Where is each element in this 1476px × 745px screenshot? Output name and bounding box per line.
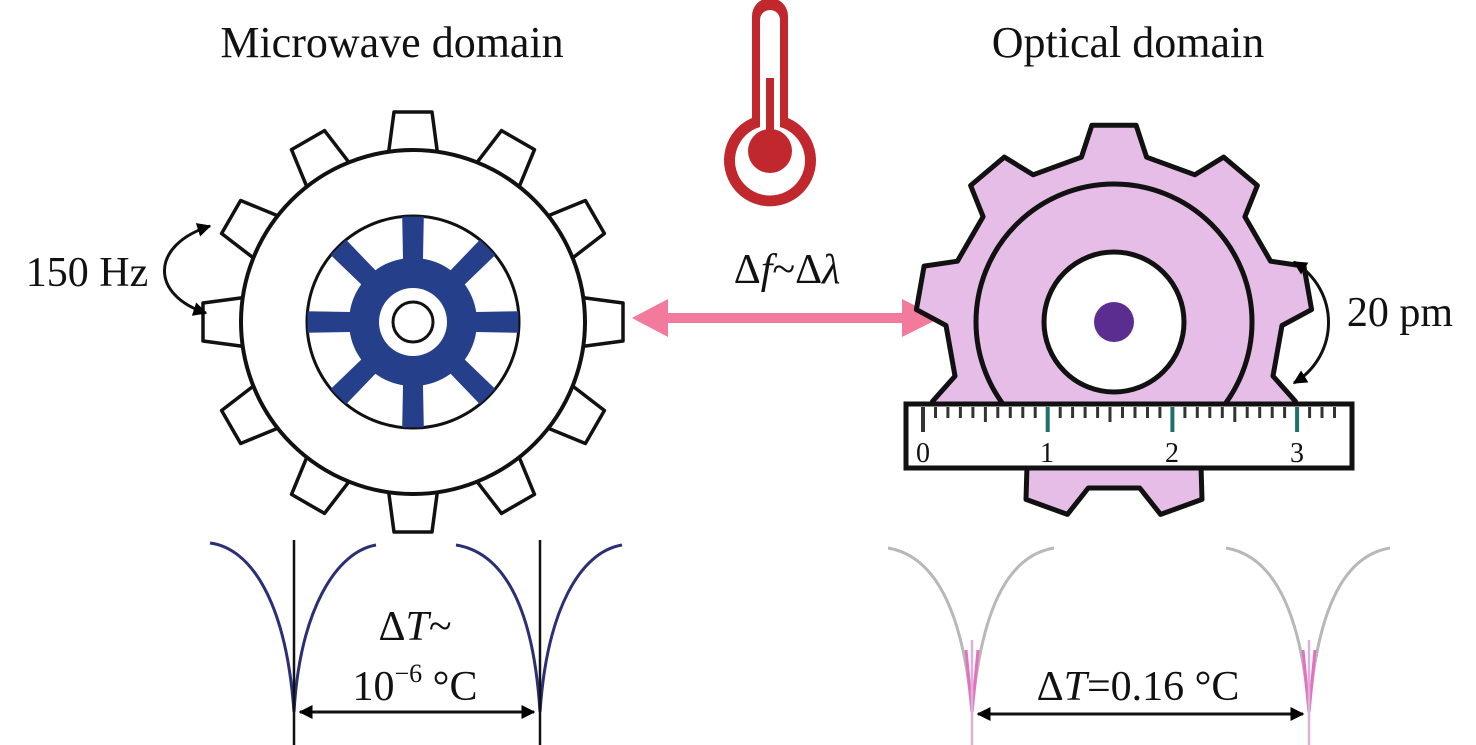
coupling-label: Δf~Δλ bbox=[734, 247, 841, 293]
optical-wavelength-arrow bbox=[1292, 260, 1330, 385]
microwave-dt-label: ΔT~ bbox=[378, 604, 451, 650]
microwave-resonance-curves bbox=[209, 541, 623, 713]
microwave-domain-title: Microwave domain bbox=[220, 18, 563, 67]
optical-dt-label: ΔT=0.16 °C bbox=[1037, 664, 1240, 710]
ruler-tick-label-2: 2 bbox=[1165, 438, 1179, 469]
microwave-frequency-arrow bbox=[163, 223, 212, 316]
thermometer-icon bbox=[724, 0, 816, 207]
ruler-tick-label-0: 0 bbox=[916, 438, 930, 469]
microwave-gear-icon bbox=[201, 110, 625, 534]
microwave-frequency-label: 150 Hz bbox=[26, 250, 148, 296]
ruler-icon: 0 1 2 3 bbox=[903, 401, 1355, 471]
optical-domain-title: Optical domain bbox=[992, 18, 1265, 67]
ruler-tick-label-1: 1 bbox=[1040, 438, 1054, 469]
coupling-arrow bbox=[632, 299, 940, 337]
optical-wavelength-label: 20 pm bbox=[1347, 290, 1454, 336]
ruler-tick-label-3: 3 bbox=[1290, 438, 1304, 469]
microwave-dt-value: 10−6 °C bbox=[353, 659, 478, 710]
